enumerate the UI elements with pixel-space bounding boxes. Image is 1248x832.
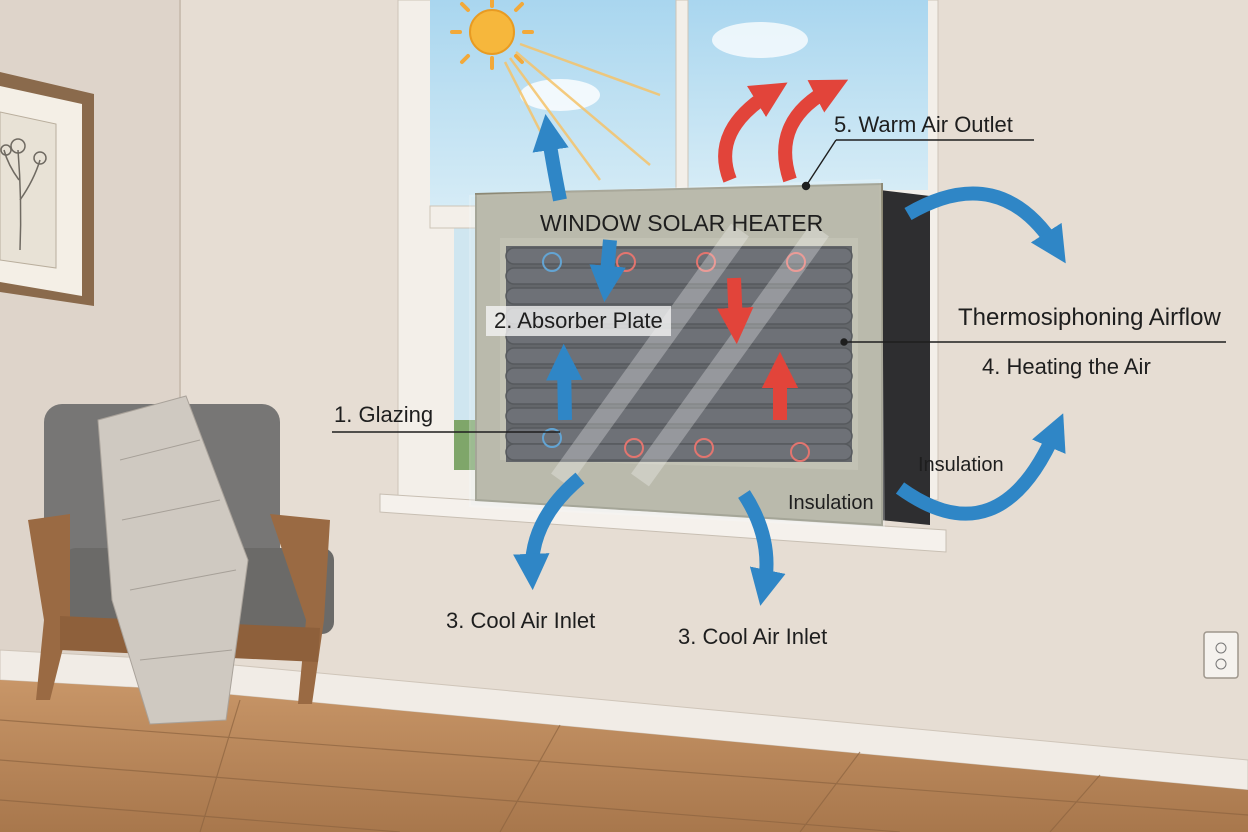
diagram-title: WINDOW SOLAR HEATER <box>540 210 824 236</box>
electrical-outlet-icon <box>1203 631 1239 679</box>
insulation-side-label: Insulation <box>918 454 1004 476</box>
cool-air-inlet-right-label: 3. Cool Air Inlet <box>678 624 828 649</box>
glazing-panel <box>469 178 886 530</box>
cool-air-arrows <box>513 113 1066 606</box>
glazing-label: 1. Glazing <box>334 402 434 427</box>
floor <box>0 680 1248 832</box>
thermosiphoning-airflow-label: Thermosiphoning Airflow <box>958 304 1221 331</box>
cool-air-inlet-left-label: 3. Cool Air Inlet <box>446 608 596 633</box>
heater-side-panel <box>880 190 930 525</box>
glazing-reflections <box>551 223 829 487</box>
heating-the-air-label: 4. Heating the Air <box>982 354 1151 379</box>
floor-boards <box>0 699 1248 832</box>
sun-icon <box>450 0 661 181</box>
absorber-plate-label: 2. Absorber Plate <box>486 306 671 336</box>
warm-air-outlet-label: 5. Warm Air Outlet <box>834 112 1013 137</box>
armchair-icon <box>28 395 334 725</box>
warm-air-arrows <box>717 79 849 420</box>
framed-picture-icon <box>0 72 94 306</box>
leader-lines <box>332 139 1226 433</box>
insulation-bottom-label: Insulation <box>788 492 874 514</box>
